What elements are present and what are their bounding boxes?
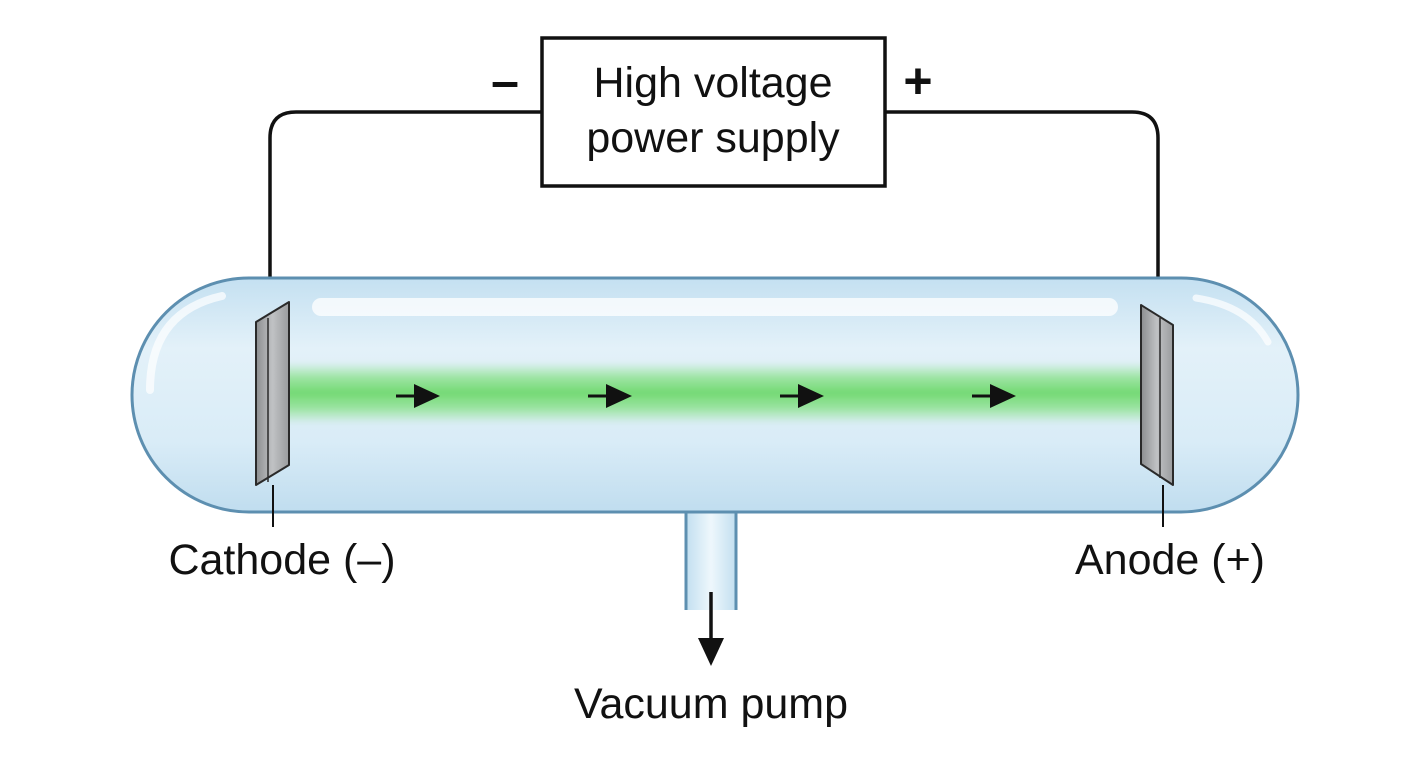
beam-arrows: [396, 384, 1016, 408]
negative-terminal-sign: –: [491, 53, 519, 109]
power-supply-line2: power supply: [586, 114, 840, 162]
vacuum-stem: [684, 496, 738, 610]
power-supply-line1: High voltage: [593, 59, 832, 107]
vacuum-pump-arrow: [698, 592, 724, 666]
glass-highlight-left: [146, 292, 226, 394]
anode-plate: [1140, 304, 1174, 527]
glass-highlight-right: [1192, 294, 1272, 346]
power-supply-box: High voltage power supply: [540, 36, 887, 188]
beam-direction-arrow: [588, 384, 632, 408]
electron-beam: [272, 362, 1158, 424]
beam-direction-arrow: [396, 384, 440, 408]
anode-label: Anode (+): [1075, 536, 1265, 584]
cathode-plate: [255, 301, 290, 527]
beam-direction-arrow: [972, 384, 1016, 408]
glass-highlight: [312, 298, 1118, 316]
cathode-label: Cathode (–): [168, 536, 395, 584]
circuit-wires: [268, 110, 1160, 320]
cathode-wire: [268, 110, 542, 320]
positive-terminal-sign: +: [903, 53, 932, 109]
anode-wire: [885, 110, 1160, 318]
vacuum-pump-label: Vacuum pump: [574, 680, 848, 728]
beam-direction-arrow: [780, 384, 824, 408]
